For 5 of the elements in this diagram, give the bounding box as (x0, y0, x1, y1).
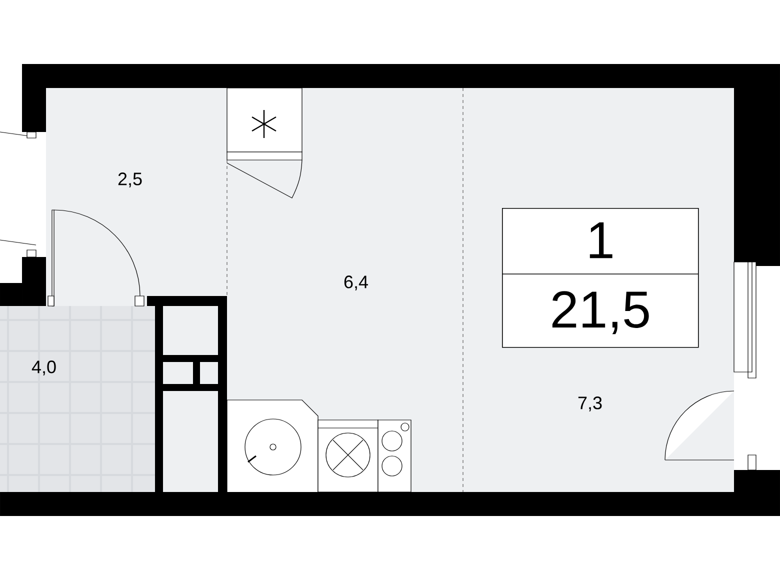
area-label: 2,5 (118, 172, 142, 188)
area-label: 4,0 (32, 360, 56, 376)
area-label: 6,4 (344, 276, 368, 290)
area-label: 7,3 (578, 396, 602, 412)
area-box: 1 21,5 (502, 208, 699, 348)
